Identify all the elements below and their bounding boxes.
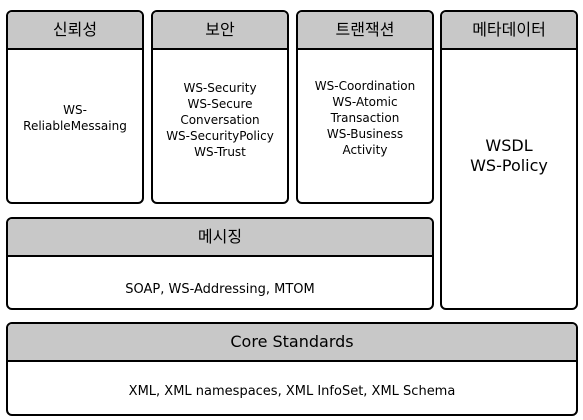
transaction-item: Transaction: [330, 111, 400, 125]
metadata-item: WSDL: [485, 136, 533, 155]
security-item: Conversation: [180, 113, 260, 127]
transaction-box: 트랜잭션 WS-Coordination WS-Atomic Transacti…: [296, 10, 434, 204]
messaging-title: 메시징: [8, 219, 432, 257]
transaction-title: 트랜잭션: [298, 12, 432, 50]
transaction-item: WS-Business: [326, 127, 404, 141]
security-item: WS-SecurityPolicy: [166, 129, 274, 143]
transaction-item: WS-Coordination: [314, 79, 416, 93]
core-standards-box: Core Standards XML, XML namespaces, XML …: [6, 322, 578, 416]
reliability-item: WS-: [63, 103, 87, 117]
security-item: WS-Trust: [194, 145, 246, 159]
reliability-items: WS- ReliableMessaing: [8, 102, 142, 134]
metadata-item: WS-Policy: [470, 156, 548, 175]
core-standards-text: XML, XML namespaces, XML InfoSet, XML Sc…: [128, 384, 456, 399]
security-items: WS-Security WS-Secure Conversation WS-Se…: [153, 80, 287, 160]
metadata-box: 메타데이터 WSDL WS-Policy: [440, 10, 578, 310]
messaging-box: 메시징 SOAP, WS-Addressing, MTOM: [6, 217, 434, 310]
transaction-items: WS-Coordination WS-Atomic Transaction WS…: [298, 78, 432, 158]
reliability-title: 신뢰성: [8, 12, 142, 50]
reliability-box: 신뢰성 WS- ReliableMessaing: [6, 10, 144, 204]
transaction-item: Activity: [342, 143, 388, 157]
security-title: 보안: [153, 12, 287, 50]
security-item: WS-Secure: [187, 97, 253, 111]
security-box: 보안 WS-Security WS-Secure Conversation WS…: [151, 10, 289, 204]
reliability-item: ReliableMessaing: [23, 119, 127, 133]
security-item: WS-Security: [183, 81, 257, 95]
core-standards-title: Core Standards: [8, 324, 576, 362]
transaction-item: WS-Atomic: [332, 95, 398, 109]
messaging-text: SOAP, WS-Addressing, MTOM: [125, 282, 315, 297]
metadata-title: 메타데이터: [442, 12, 576, 50]
metadata-items: WSDL WS-Policy: [442, 136, 576, 176]
